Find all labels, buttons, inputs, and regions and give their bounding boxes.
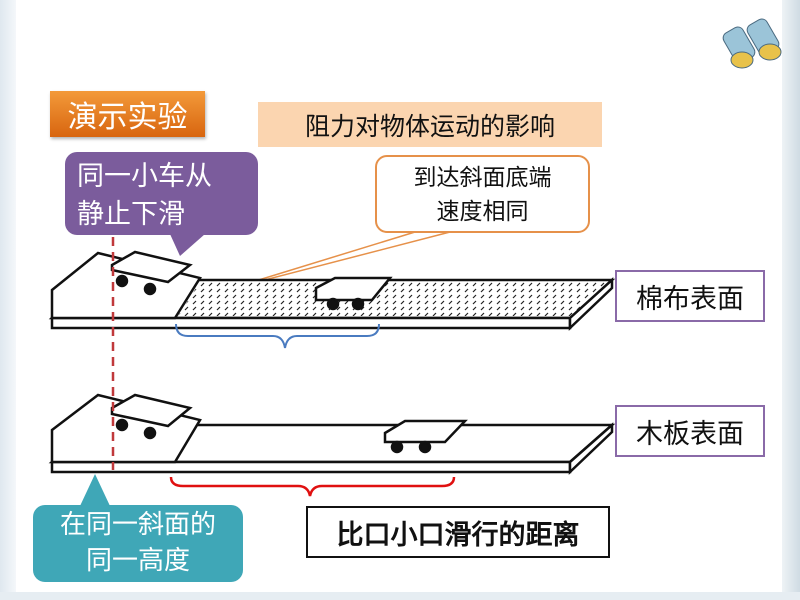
purple-callout-tail <box>170 234 205 256</box>
teal-callout-tail <box>80 474 110 506</box>
same-speed-callout: 到达斜面底端 速度相同 <box>375 155 590 233</box>
demo-experiment-badge: 演示实验 <box>50 91 205 137</box>
same-cart-callout: 同一小车从 静止下滑 <box>65 152 258 235</box>
callout-line: 同一小车从 <box>77 161 212 192</box>
binoculars-icon <box>722 18 782 69</box>
wood-surface-label: 木板表面 <box>615 405 765 457</box>
callout-line: 同一高度 <box>85 546 190 576</box>
slide-title: 阻力对物体运动的影响 <box>258 102 602 147</box>
blue-brace <box>175 323 380 349</box>
slide-right-edge <box>782 0 800 600</box>
wood-board <box>48 393 616 475</box>
red-brace <box>169 476 456 497</box>
cart-on-wood <box>383 419 468 454</box>
cloth-surface-label: 棉布表面 <box>615 270 765 322</box>
cart-on-ramp-2 <box>110 393 193 440</box>
callout-line: 到达斜面底端 <box>413 165 552 191</box>
cloth-board <box>48 250 616 331</box>
slide-left-edge <box>0 0 16 600</box>
callout-line: 静止下滑 <box>77 199 185 230</box>
cart-on-cloth <box>314 276 393 311</box>
slide-bottom-edge <box>0 592 800 600</box>
compare-distance-label: 比口小口滑行的距离 <box>306 506 610 558</box>
callout-line: 在同一斜面的 <box>59 510 216 540</box>
same-height-callout: 在同一斜面的 同一高度 <box>33 505 243 582</box>
callout-line: 速度相同 <box>436 199 529 225</box>
